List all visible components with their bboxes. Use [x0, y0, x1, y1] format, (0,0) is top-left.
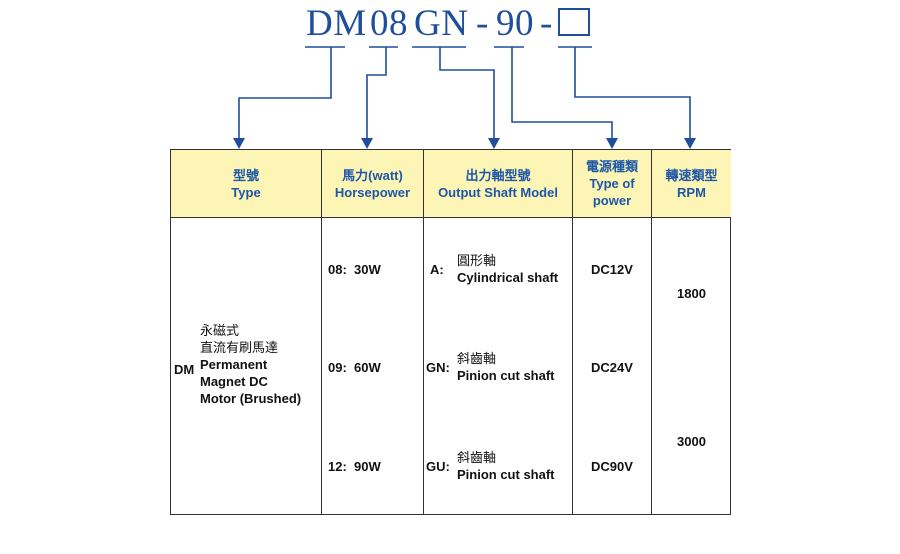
column-header: 出力軸型號 Output Shaft Model	[424, 150, 572, 218]
column-output-shaft: 出力軸型號 Output Shaft Model A: 圓形軸 Cylindri…	[423, 150, 572, 514]
column-type: 型號 Type DM 永磁式 直流有刷馬達 Permanent Magnet D…	[171, 150, 321, 514]
horsepower-row: 12: 90W	[328, 459, 381, 474]
code-separator: -	[476, 3, 489, 44]
rpm-value: 1800	[677, 286, 706, 301]
shaft-code: GU:	[426, 459, 450, 474]
horsepower-row: 08: 30W	[328, 262, 381, 277]
column-header: 型號 Type	[171, 150, 321, 218]
header-title-en: RPM	[677, 184, 706, 200]
power-value: DC12V	[591, 262, 633, 277]
type-code: DM	[174, 362, 195, 377]
connector-arrows	[233, 46, 696, 149]
type-description: 永磁式 直流有刷馬達 Permanent Magnet DC Motor (Br…	[200, 323, 302, 406]
header-title-en: Output Shaft Model	[438, 184, 558, 200]
header-title-cn: 出力軸型號	[465, 167, 531, 183]
horsepower-row: 09: 60W	[328, 360, 381, 375]
code-rpm: 90	[496, 3, 534, 44]
header-title-cn: 馬力(watt)	[342, 167, 403, 183]
power-value: DC90V	[591, 459, 633, 474]
column-power: 電源種類 Type of power DC12V DC24V DC90V	[572, 150, 651, 514]
shaft-code: GN:	[426, 360, 450, 375]
code-blank-box	[558, 8, 590, 36]
code-power: 08	[370, 3, 408, 44]
code-shaft: GN	[414, 3, 469, 44]
header-title-en: Type of power	[589, 176, 635, 208]
header-title-cn: 型號	[232, 167, 259, 183]
header-title-cn: 電源種類	[585, 159, 638, 174]
header-title-en: Type	[231, 184, 261, 200]
power-value: DC24V	[591, 360, 633, 375]
column-rpm: 轉速類型 RPM 1800 3000	[651, 150, 731, 514]
header-title-cn: 轉速類型	[665, 167, 718, 183]
column-header: 電源種類 Type of power	[573, 150, 651, 218]
code-prefix: DM	[306, 3, 367, 44]
column-horsepower: 馬力(watt) Horsepower 08: 30W 09: 60W 12: …	[321, 150, 423, 514]
header-title-en: Horsepower	[334, 184, 411, 200]
shaft-description: 斜齒軸 Pinion cut shaft	[457, 351, 555, 383]
model-spec-table: 型號 Type DM 永磁式 直流有刷馬達 Permanent Magnet D…	[170, 149, 731, 515]
code-separator: -	[540, 3, 553, 44]
shaft-description: 圓形軸 Cylindrical shaft	[457, 253, 559, 285]
shaft-description: 斜齒軸 Pinion cut shaft	[457, 450, 555, 482]
column-header: 馬力(watt) Horsepower	[322, 150, 423, 218]
rpm-value: 3000	[677, 434, 706, 449]
column-header: 轉速類型 RPM	[652, 150, 731, 218]
shaft-code: A:	[430, 262, 444, 277]
